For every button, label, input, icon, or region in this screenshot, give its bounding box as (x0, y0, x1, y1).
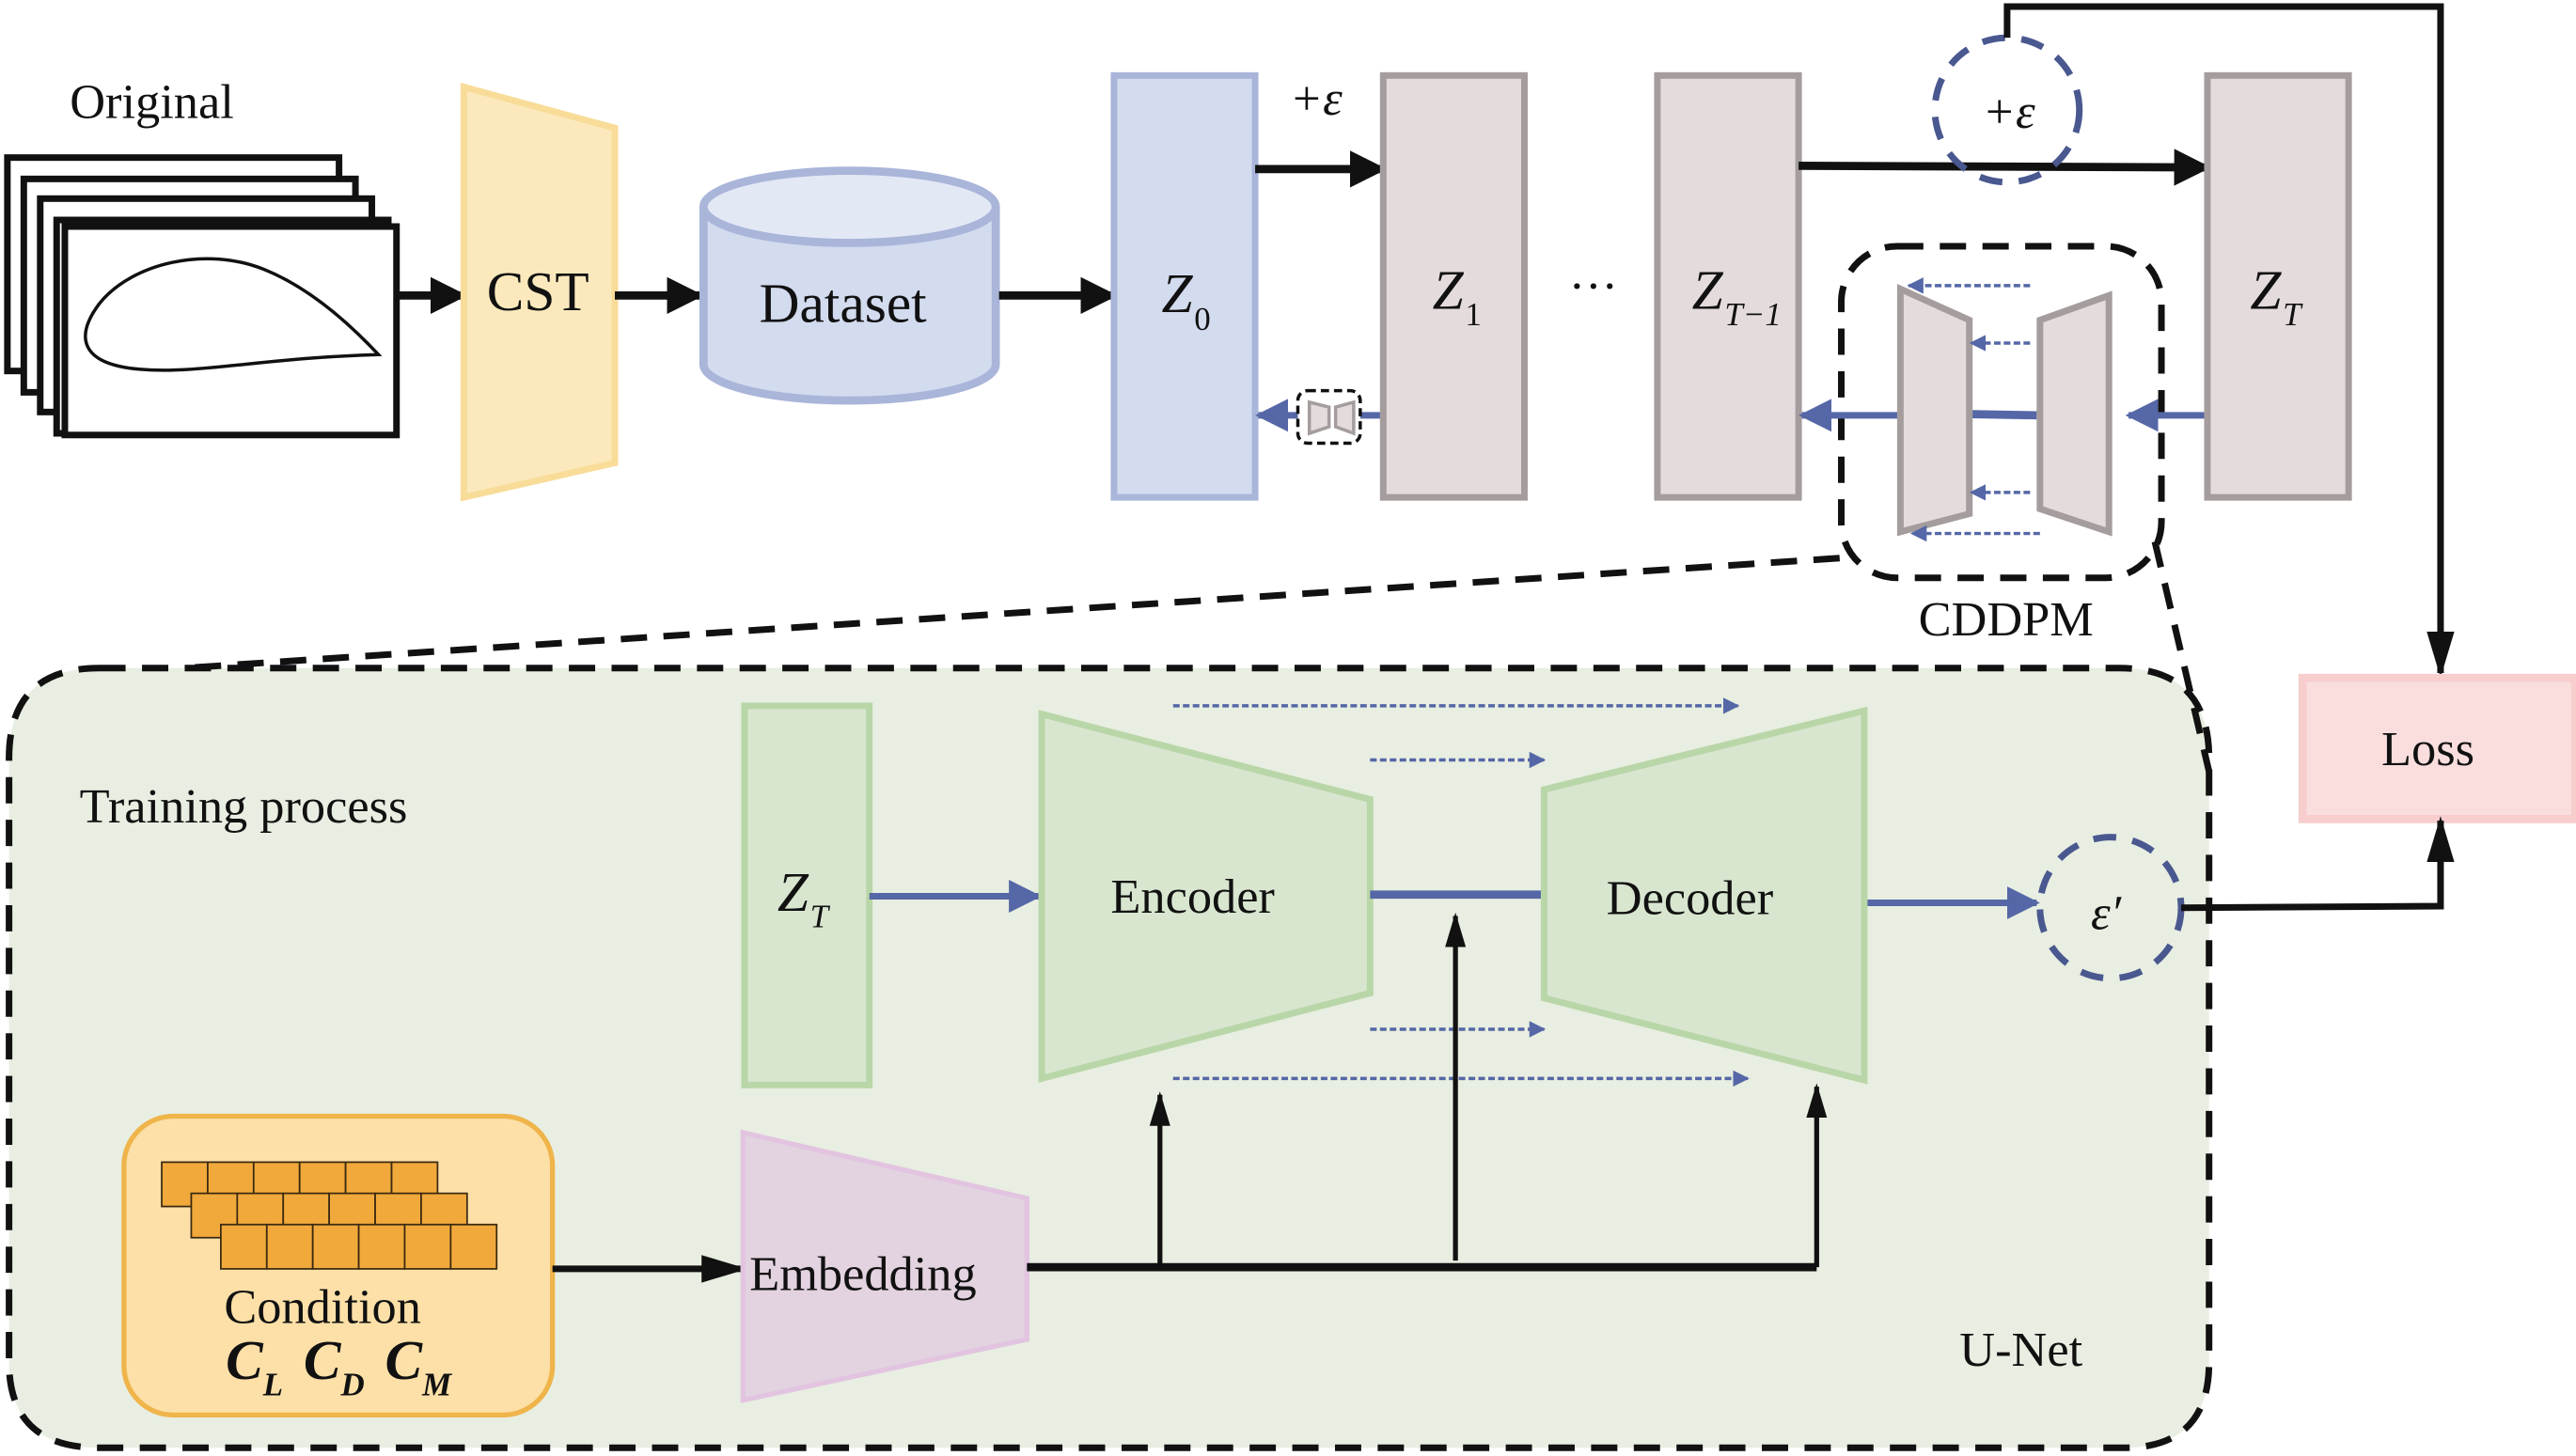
encoder-label: Encoder (1110, 869, 1275, 924)
svg-text:Z1: Z1 (1433, 258, 1482, 332)
condition-cell (357, 1223, 406, 1270)
dataset-cylinder: Dataset (699, 166, 1000, 405)
cl-letter: C (226, 1329, 264, 1391)
condition-label: Condition (224, 1280, 421, 1335)
cddpm-label: CDDPM (1919, 592, 2094, 647)
condition-grid-icon (161, 1161, 498, 1270)
zt1-letter: Z (1692, 258, 1724, 321)
condition-cell (265, 1223, 314, 1270)
eps-prime-to-loss-line (2180, 816, 2455, 912)
zt-letter: Z (2250, 258, 2282, 321)
plus-eps-label-1: +ε (1290, 71, 1343, 126)
zt1-subscript: T−1 (1724, 296, 1781, 333)
z1-letter: Z (1433, 258, 1465, 321)
cd-subscript: D (339, 1366, 364, 1402)
skip-connections (1172, 697, 1750, 1088)
eps-prime-label: ε′ (2091, 885, 2123, 940)
ellipsis: ··· (1569, 258, 1618, 313)
noise-circle (1931, 34, 2083, 186)
condition-cell (220, 1223, 268, 1270)
cst-label: CST (487, 260, 589, 322)
training-process-label: Training process (80, 779, 408, 834)
cl-subscript: L (262, 1366, 283, 1402)
noise-to-loss-line (2003, 3, 2455, 678)
condition-cell (403, 1223, 452, 1270)
svg-text:CL CD CM: CL CD CM (226, 1329, 453, 1407)
cddpm-box (1798, 243, 2207, 582)
original-airfoil-stack (4, 154, 401, 439)
cst-block: CST (460, 82, 619, 502)
z0-subscript: 0 (1194, 301, 1210, 337)
z0-letter: Z (1162, 262, 1194, 324)
decoder-block: Decoder (1540, 706, 1868, 1085)
mini-unet-icon (1296, 388, 1362, 446)
loss-label: Loss (2381, 722, 2474, 776)
zoom-connector-right (2151, 540, 2213, 773)
original-label: Original (70, 75, 234, 130)
z0-block: Z0 (1110, 71, 1259, 501)
cm-letter: C (385, 1329, 424, 1391)
z1-block: Z1 (1379, 71, 1528, 501)
unet-label: U-Net (1959, 1323, 2082, 1377)
cm-subscript: M (421, 1366, 453, 1402)
loss-box: Loss (2298, 673, 2576, 823)
zt-minus-1-block: ZT−1 (1654, 71, 1802, 501)
condition-cell (449, 1223, 498, 1270)
plus-eps-label-2: +ε (1983, 85, 2035, 139)
embedding-block: Embedding (740, 1129, 1029, 1403)
encoder-block: Encoder (1038, 710, 1374, 1083)
cd-letter: C (304, 1329, 342, 1391)
svg-text:ZT−1: ZT−1 (1692, 258, 1782, 332)
z1-subscript: 1 (1465, 296, 1481, 333)
condition-block: Condition CL CD CM (121, 1113, 556, 1417)
svg-text:Z0: Z0 (1162, 262, 1211, 337)
cddpm-decoder-icon (1896, 283, 1973, 537)
training-zt-subscript: T (810, 899, 831, 935)
zt-subscript: T (2283, 296, 2303, 333)
zt-block: ZT (2204, 71, 2352, 501)
training-zt-block: ZT (741, 702, 873, 1088)
embedding-label: Embedding (749, 1247, 976, 1302)
airfoil-shape-icon (84, 257, 383, 372)
cddpm-encoder-icon (2036, 290, 2113, 537)
decoder-label: Decoder (1607, 871, 1773, 926)
arrow-zt1-to-zt (1798, 149, 2211, 186)
svg-text:ZT: ZT (2250, 258, 2303, 332)
training-zt-letter: Z (778, 861, 809, 923)
dataset-label: Dataset (760, 272, 927, 334)
zoom-connector-left (184, 555, 1841, 672)
svg-text:ZT: ZT (778, 861, 831, 934)
condition-cell (311, 1223, 360, 1270)
